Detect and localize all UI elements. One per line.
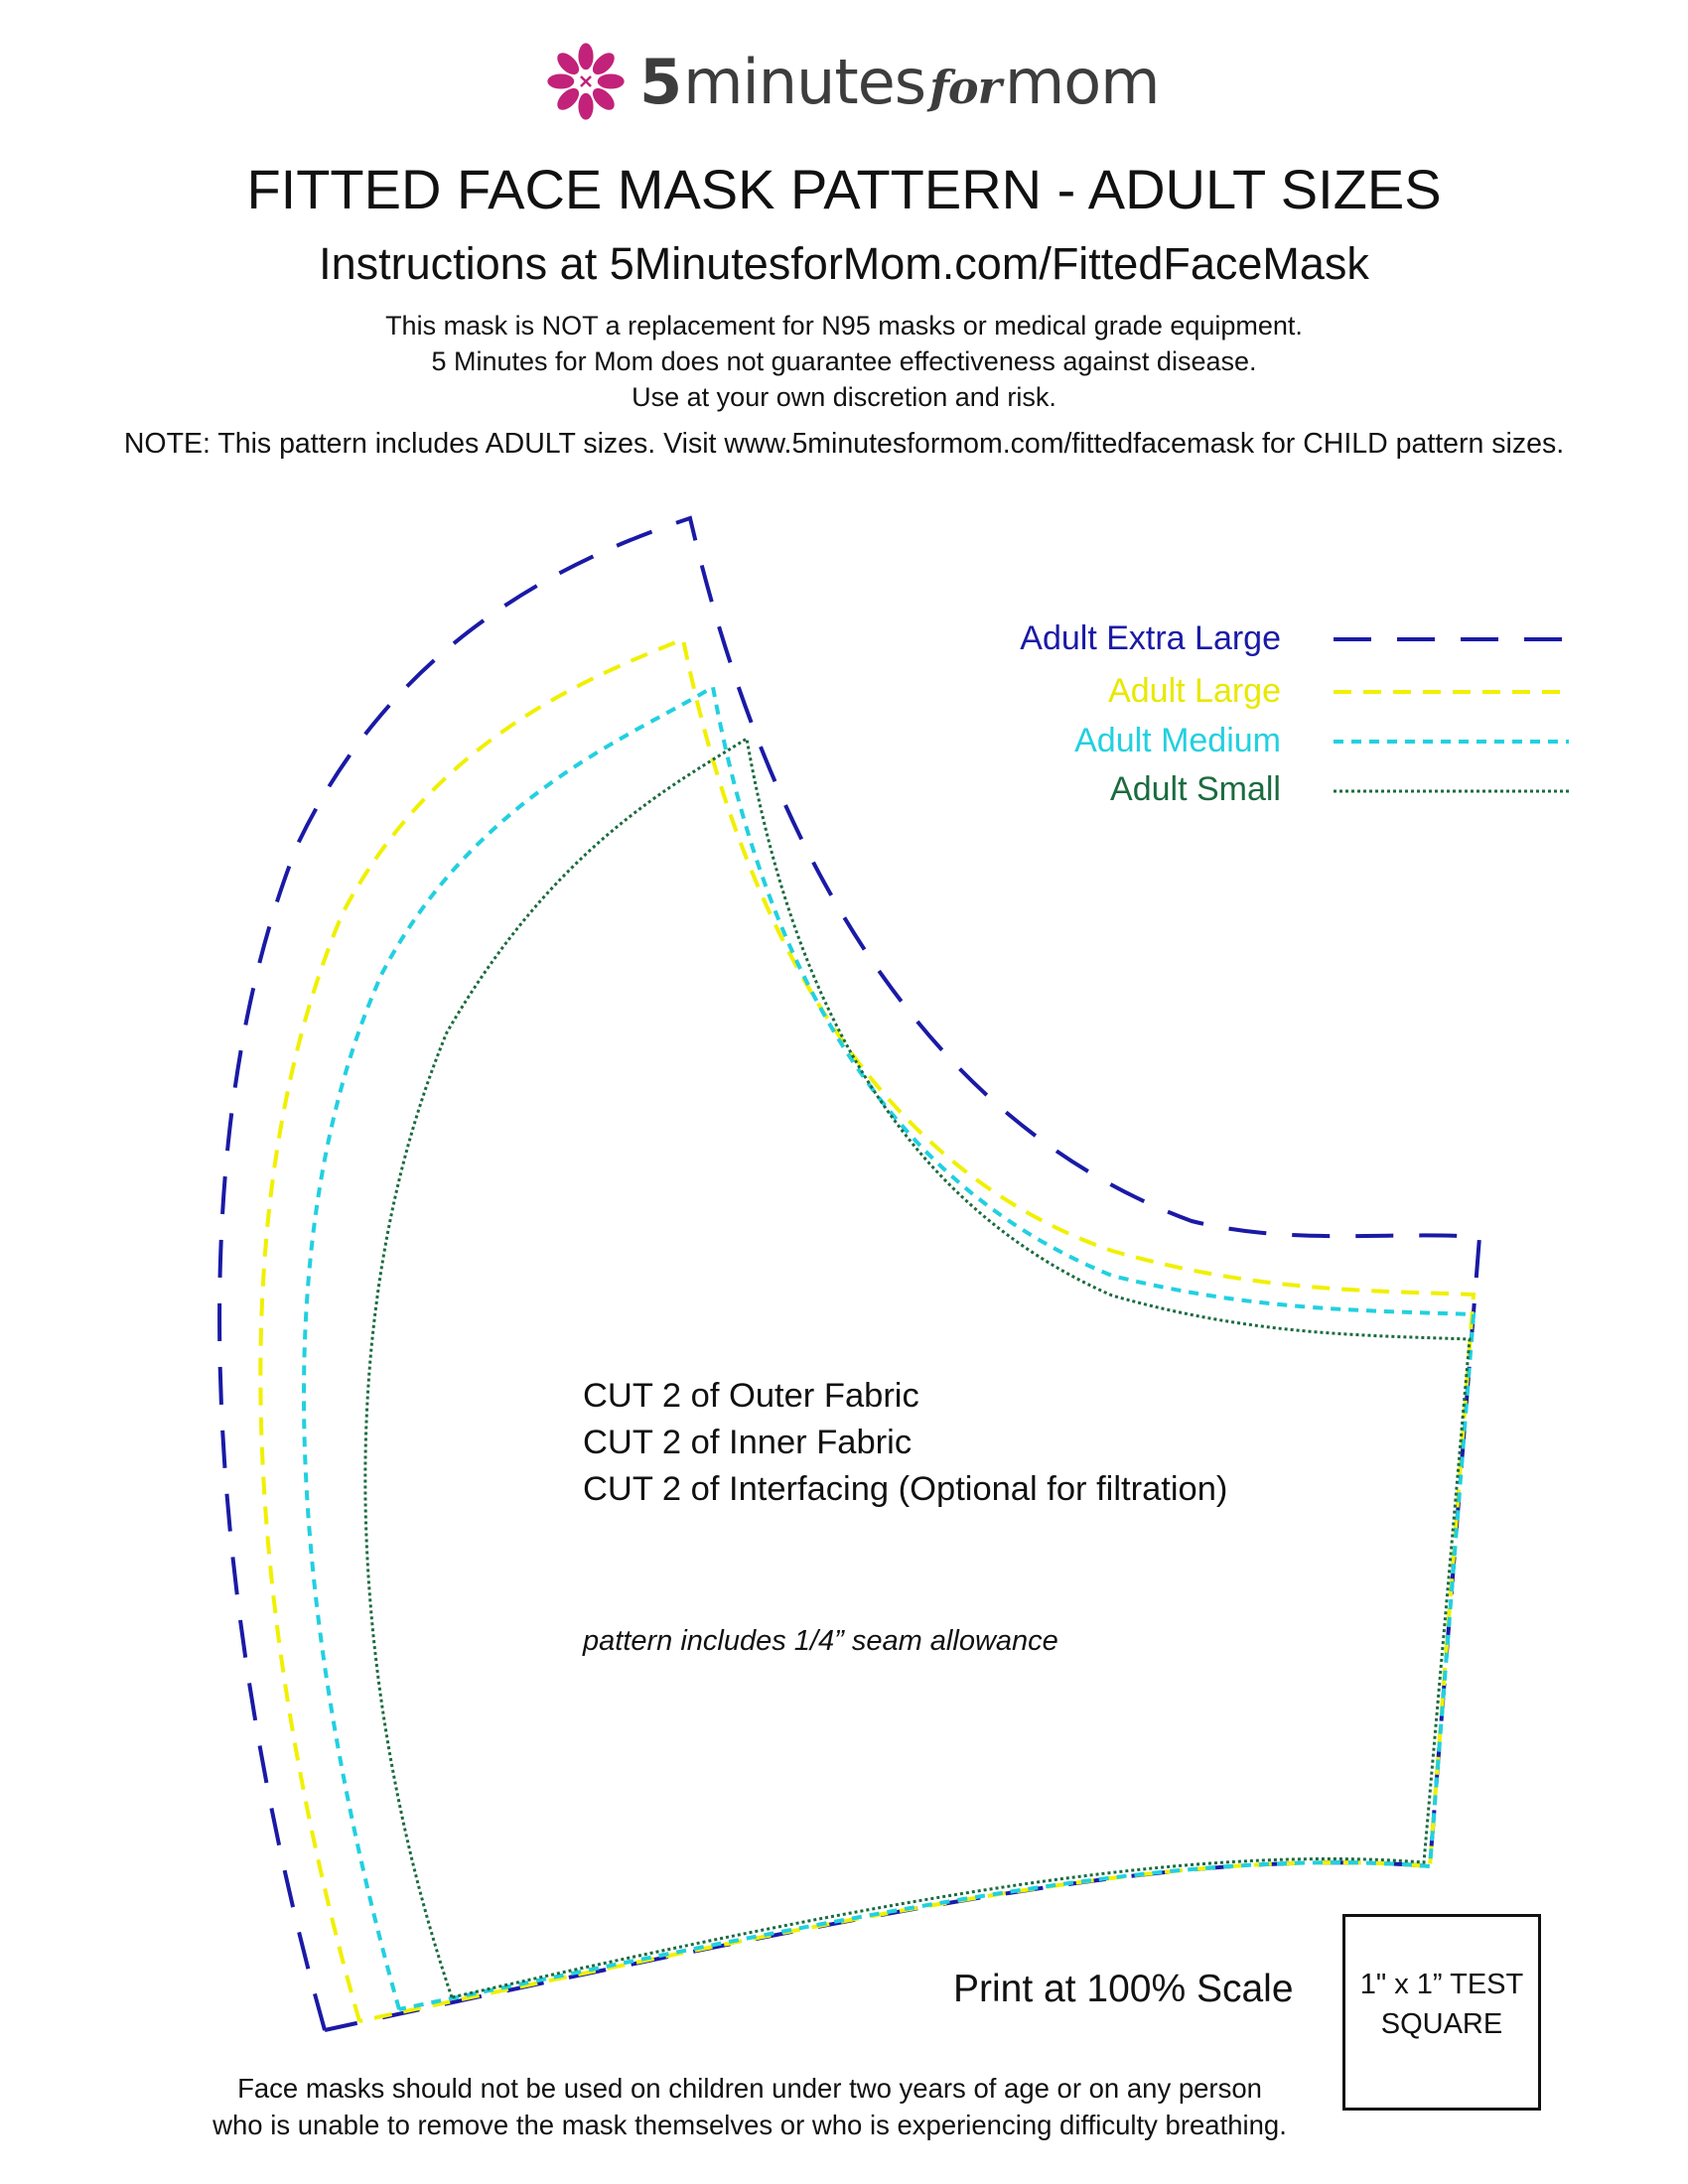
warning-line: Face masks should not be used on childre… <box>237 2073 1262 2104</box>
pattern-outline-medium <box>302 683 1477 2011</box>
disclaimer-line: 5 Minutes for Mom does not guarantee eff… <box>431 346 1257 376</box>
disclaimer-line: This mask is NOT a replacement for N95 m… <box>385 311 1303 341</box>
safety-warning: Face masks should not be used on childre… <box>0 2070 1499 2143</box>
legend-label-large: Adult Large <box>1108 672 1281 710</box>
warning-line: who is unable to remove the mask themsel… <box>212 2110 1287 2140</box>
pattern-outline-small <box>363 736 1472 1999</box>
cut-instruction: CUT 2 of Inner Fabric <box>583 1424 913 1461</box>
logo-word-mom: mom <box>1004 45 1161 118</box>
child-sizes-note: NOTE: This pattern includes ADULT sizes.… <box>123 428 1565 460</box>
flower-logo-icon <box>547 43 625 120</box>
test-square-line: 1" x 1” TEST <box>1359 1969 1524 2000</box>
legend-label-xl: Adult Extra Large <box>1020 619 1281 657</box>
cut-instruction: CUT 2 of Outer Fabric <box>583 1377 919 1415</box>
logo-wordmark: 5 minutes for mom <box>639 45 1161 118</box>
legend-label-medium: Adult Medium <box>1074 722 1281 759</box>
test-square: 1" x 1” TEST SQUARE <box>1342 1914 1541 2111</box>
brand-logo: 5 minutes for mom <box>544 36 1161 127</box>
logo-number: 5 <box>639 45 682 118</box>
disclaimer-line: Use at your own discretion and risk. <box>632 382 1056 412</box>
seam-allowance-note: pattern includes 1/4” seam allowance <box>583 1625 1058 1657</box>
cut-instruction: CUT 2 of Interfacing (Optional for filtr… <box>583 1470 1228 1508</box>
test-square-label: 1" x 1” TEST SQUARE <box>1345 1965 1538 2044</box>
instructions-url-heading: Instructions at 5MinutesforMom.com/Fitte… <box>319 238 1369 289</box>
logo-word-for: for <box>929 60 1002 114</box>
pattern-outline-xl <box>217 515 1482 2032</box>
legend-label-small: Adult Small <box>1110 770 1281 808</box>
logo-word-minutes: minutes <box>683 45 926 118</box>
print-scale-label: Print at 100% Scale <box>953 1968 1294 2010</box>
page-title: FITTED FACE MASK PATTERN - ADULT SIZES <box>246 158 1442 220</box>
test-square-line: SQUARE <box>1380 2008 1503 2040</box>
